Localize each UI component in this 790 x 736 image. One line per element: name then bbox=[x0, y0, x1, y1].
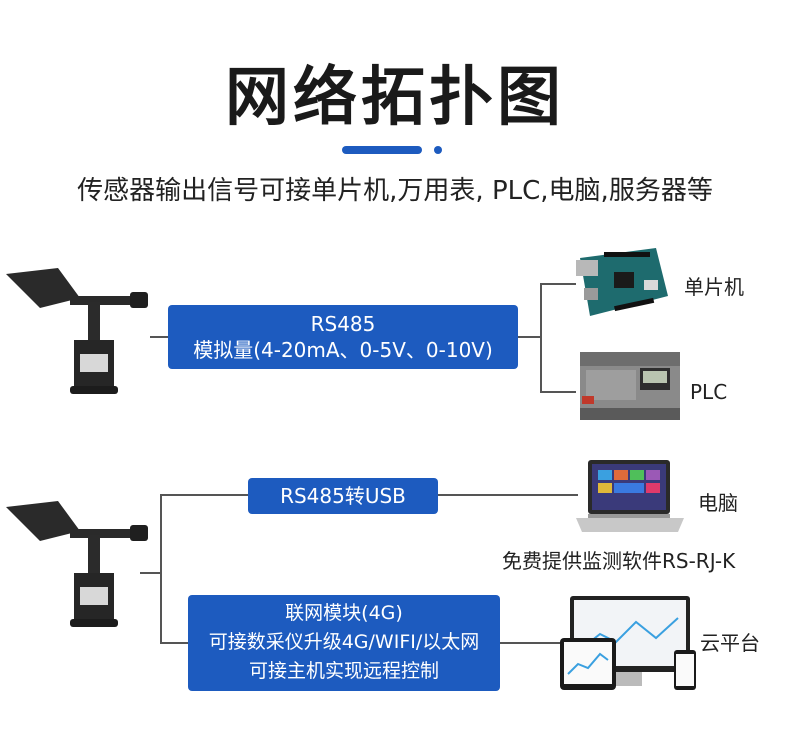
connector-to-plc bbox=[540, 391, 576, 393]
rs485-analog-box: RS485 模拟量(4-20mA、0-5V、0-10V) bbox=[168, 305, 518, 369]
page-title: 网络拓扑图 bbox=[225, 61, 565, 135]
connector-sensor2-trunk bbox=[160, 494, 162, 644]
connector-sensor1-box bbox=[150, 336, 168, 338]
connector-usb-to-pc bbox=[438, 494, 578, 496]
page-subtitle: 传感器输出信号可接单片机,万用表, PLC,电脑,服务器等 bbox=[77, 176, 713, 206]
module-line-2: 可接数采仪升级4G/WIFI/以太网 bbox=[208, 631, 480, 653]
plc-icon bbox=[580, 352, 680, 420]
module-line-3: 可接主机实现远程控制 bbox=[248, 660, 439, 682]
network-module-box: 联网模块(4G) 可接数采仪升级4G/WIFI/以太网 可接主机实现远程控制 bbox=[188, 595, 500, 691]
connector-box1-branch bbox=[518, 336, 540, 338]
title-underline bbox=[342, 146, 422, 154]
analog-label: 模拟量(4-20mA、0-5V、0-10V) bbox=[193, 338, 493, 362]
pc-label: 电脑 bbox=[698, 491, 738, 515]
module-line-1: 联网模块(4G) bbox=[285, 602, 403, 624]
connector-sensor2-stub bbox=[140, 572, 162, 574]
pc-software-caption: 免费提供监测软件RS-RJ-K bbox=[502, 549, 736, 573]
cloud-devices-icon bbox=[560, 596, 696, 690]
connector-to-module bbox=[160, 642, 188, 644]
mcu-board-icon bbox=[576, 248, 668, 316]
wind-vane-icon bbox=[6, 268, 148, 394]
wind-vane-icon bbox=[6, 501, 148, 627]
connector-to-mcu bbox=[540, 283, 576, 285]
rs485-label: RS485 bbox=[310, 312, 376, 336]
plc-label: PLC bbox=[690, 380, 728, 404]
connector-branch1-vertical bbox=[540, 283, 542, 393]
title-dot bbox=[434, 146, 442, 154]
rs485-usb-box: RS485转USB bbox=[248, 478, 438, 514]
mcu-label: 单片机 bbox=[684, 275, 744, 299]
connector-to-usb-box bbox=[160, 494, 248, 496]
cloud-label: 云平台 bbox=[700, 631, 760, 655]
laptop-icon bbox=[576, 460, 684, 532]
connector-module-to-cloud bbox=[500, 642, 560, 644]
